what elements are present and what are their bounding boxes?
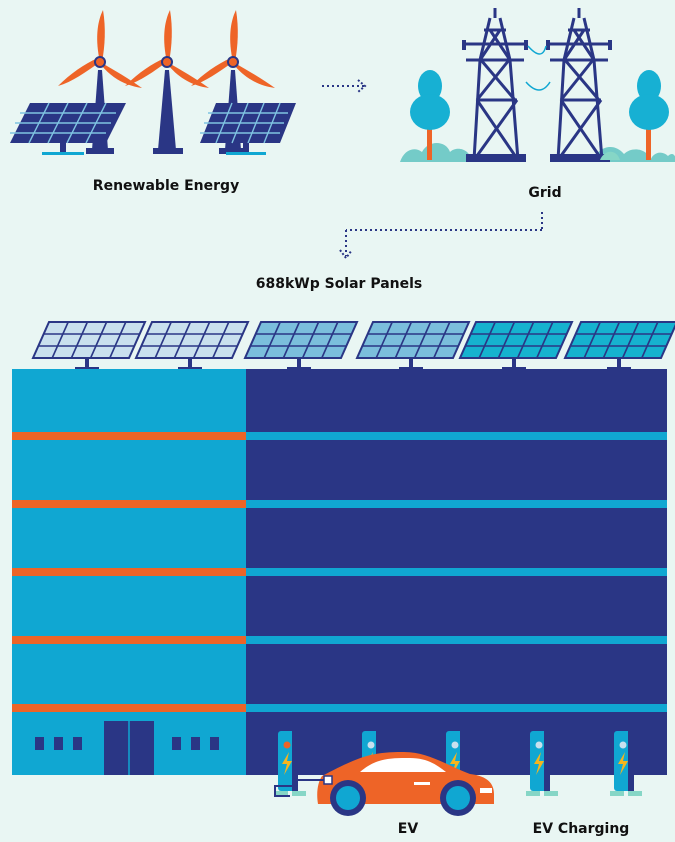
power-pylon-icon (546, 8, 612, 162)
solar-panel-icon (134, 321, 250, 370)
floor-band-right (246, 704, 667, 712)
floor-band-left (12, 704, 246, 712)
floor-band-right (246, 568, 667, 576)
ev-label: EV (397, 821, 419, 837)
ev-charger-icon (526, 731, 558, 796)
ev-charger-icon (274, 731, 306, 796)
ev-charging-label: EV Charging (532, 821, 630, 837)
floor-band-right (246, 500, 667, 508)
flow-arrow-icon (322, 79, 367, 93)
solar-panel-icon (200, 102, 296, 155)
flow-arrow-icon (339, 212, 543, 260)
building (12, 369, 667, 775)
floor-band-right (246, 636, 667, 644)
solar-panel-icon (10, 102, 126, 155)
roof-solar-panels (31, 321, 675, 370)
floor-band-right (246, 432, 667, 440)
tree-icon (410, 70, 450, 160)
floor-band-left (12, 636, 246, 644)
building-windows (35, 737, 219, 750)
renewable-energy-label: Renewable Energy (92, 178, 240, 194)
floor-band-left (12, 568, 246, 576)
solar-panel-icon (458, 321, 574, 370)
solar-panel-icon (31, 321, 147, 370)
building-door (104, 721, 154, 775)
solar-panel-icon (355, 321, 471, 370)
floor-bands (12, 432, 667, 712)
floor-band-left (12, 432, 246, 440)
electric-car-icon (274, 752, 494, 816)
ev-charger-icon (610, 731, 642, 796)
solar-panel-icon (243, 321, 359, 370)
grid-group (400, 8, 675, 162)
floor-band-left (12, 500, 246, 508)
solar-panels-label: 688kWp Solar Panels (255, 276, 423, 292)
solar-panel-icon (563, 321, 675, 370)
renewable-energy-group (10, 10, 296, 155)
tree-icon (629, 70, 669, 160)
power-pylon-icon (462, 8, 528, 162)
grid-label: Grid (528, 185, 562, 201)
